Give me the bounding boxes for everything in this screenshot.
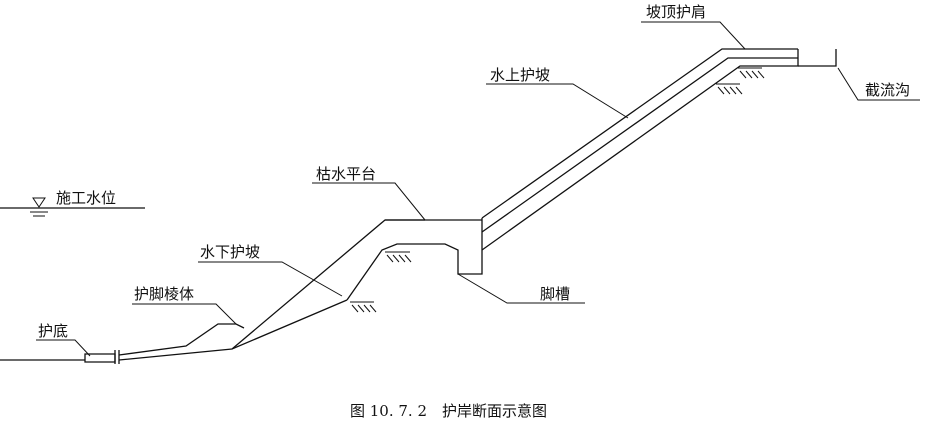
label-above-water-revetment: 水上护坡 [490, 66, 550, 84]
label-toe-trench: 脚槽 [540, 285, 570, 303]
label-toe-prism: 护脚棱体 [134, 285, 194, 303]
underwater-revetment-upper [231, 219, 425, 350]
bottom-protection-end [114, 350, 120, 364]
above-water-revetment-mid [481, 57, 798, 233]
soil-hatching-top [716, 67, 765, 95]
toe-apron-upper [118, 323, 245, 356]
above-water-revetment-outer [481, 48, 798, 219]
underwater-revetment-inner [346, 218, 483, 301]
soil-hatching-platform [385, 251, 412, 263]
label-dry-water-platform: 枯水平台 [316, 165, 376, 183]
figure-caption: 图 10. 7. 2 护岸断面示意图 [350, 402, 547, 420]
label-bottom-protection: 护底 [38, 322, 68, 340]
label-underwater-revetment: 水下护坡 [200, 243, 260, 261]
label-construction-water-level: 施工水位 [56, 189, 116, 207]
label-slope-top-shoulder: 坡顶护肩 [646, 3, 706, 21]
soil-hatching-underwater [350, 301, 377, 313]
interception-ditch [798, 49, 837, 67]
leader-lines [36, 21, 920, 357]
label-interception-ditch: 截流沟 [865, 81, 910, 99]
water-level-symbol [0, 197, 145, 217]
above-water-revetment-inner [481, 49, 799, 251]
